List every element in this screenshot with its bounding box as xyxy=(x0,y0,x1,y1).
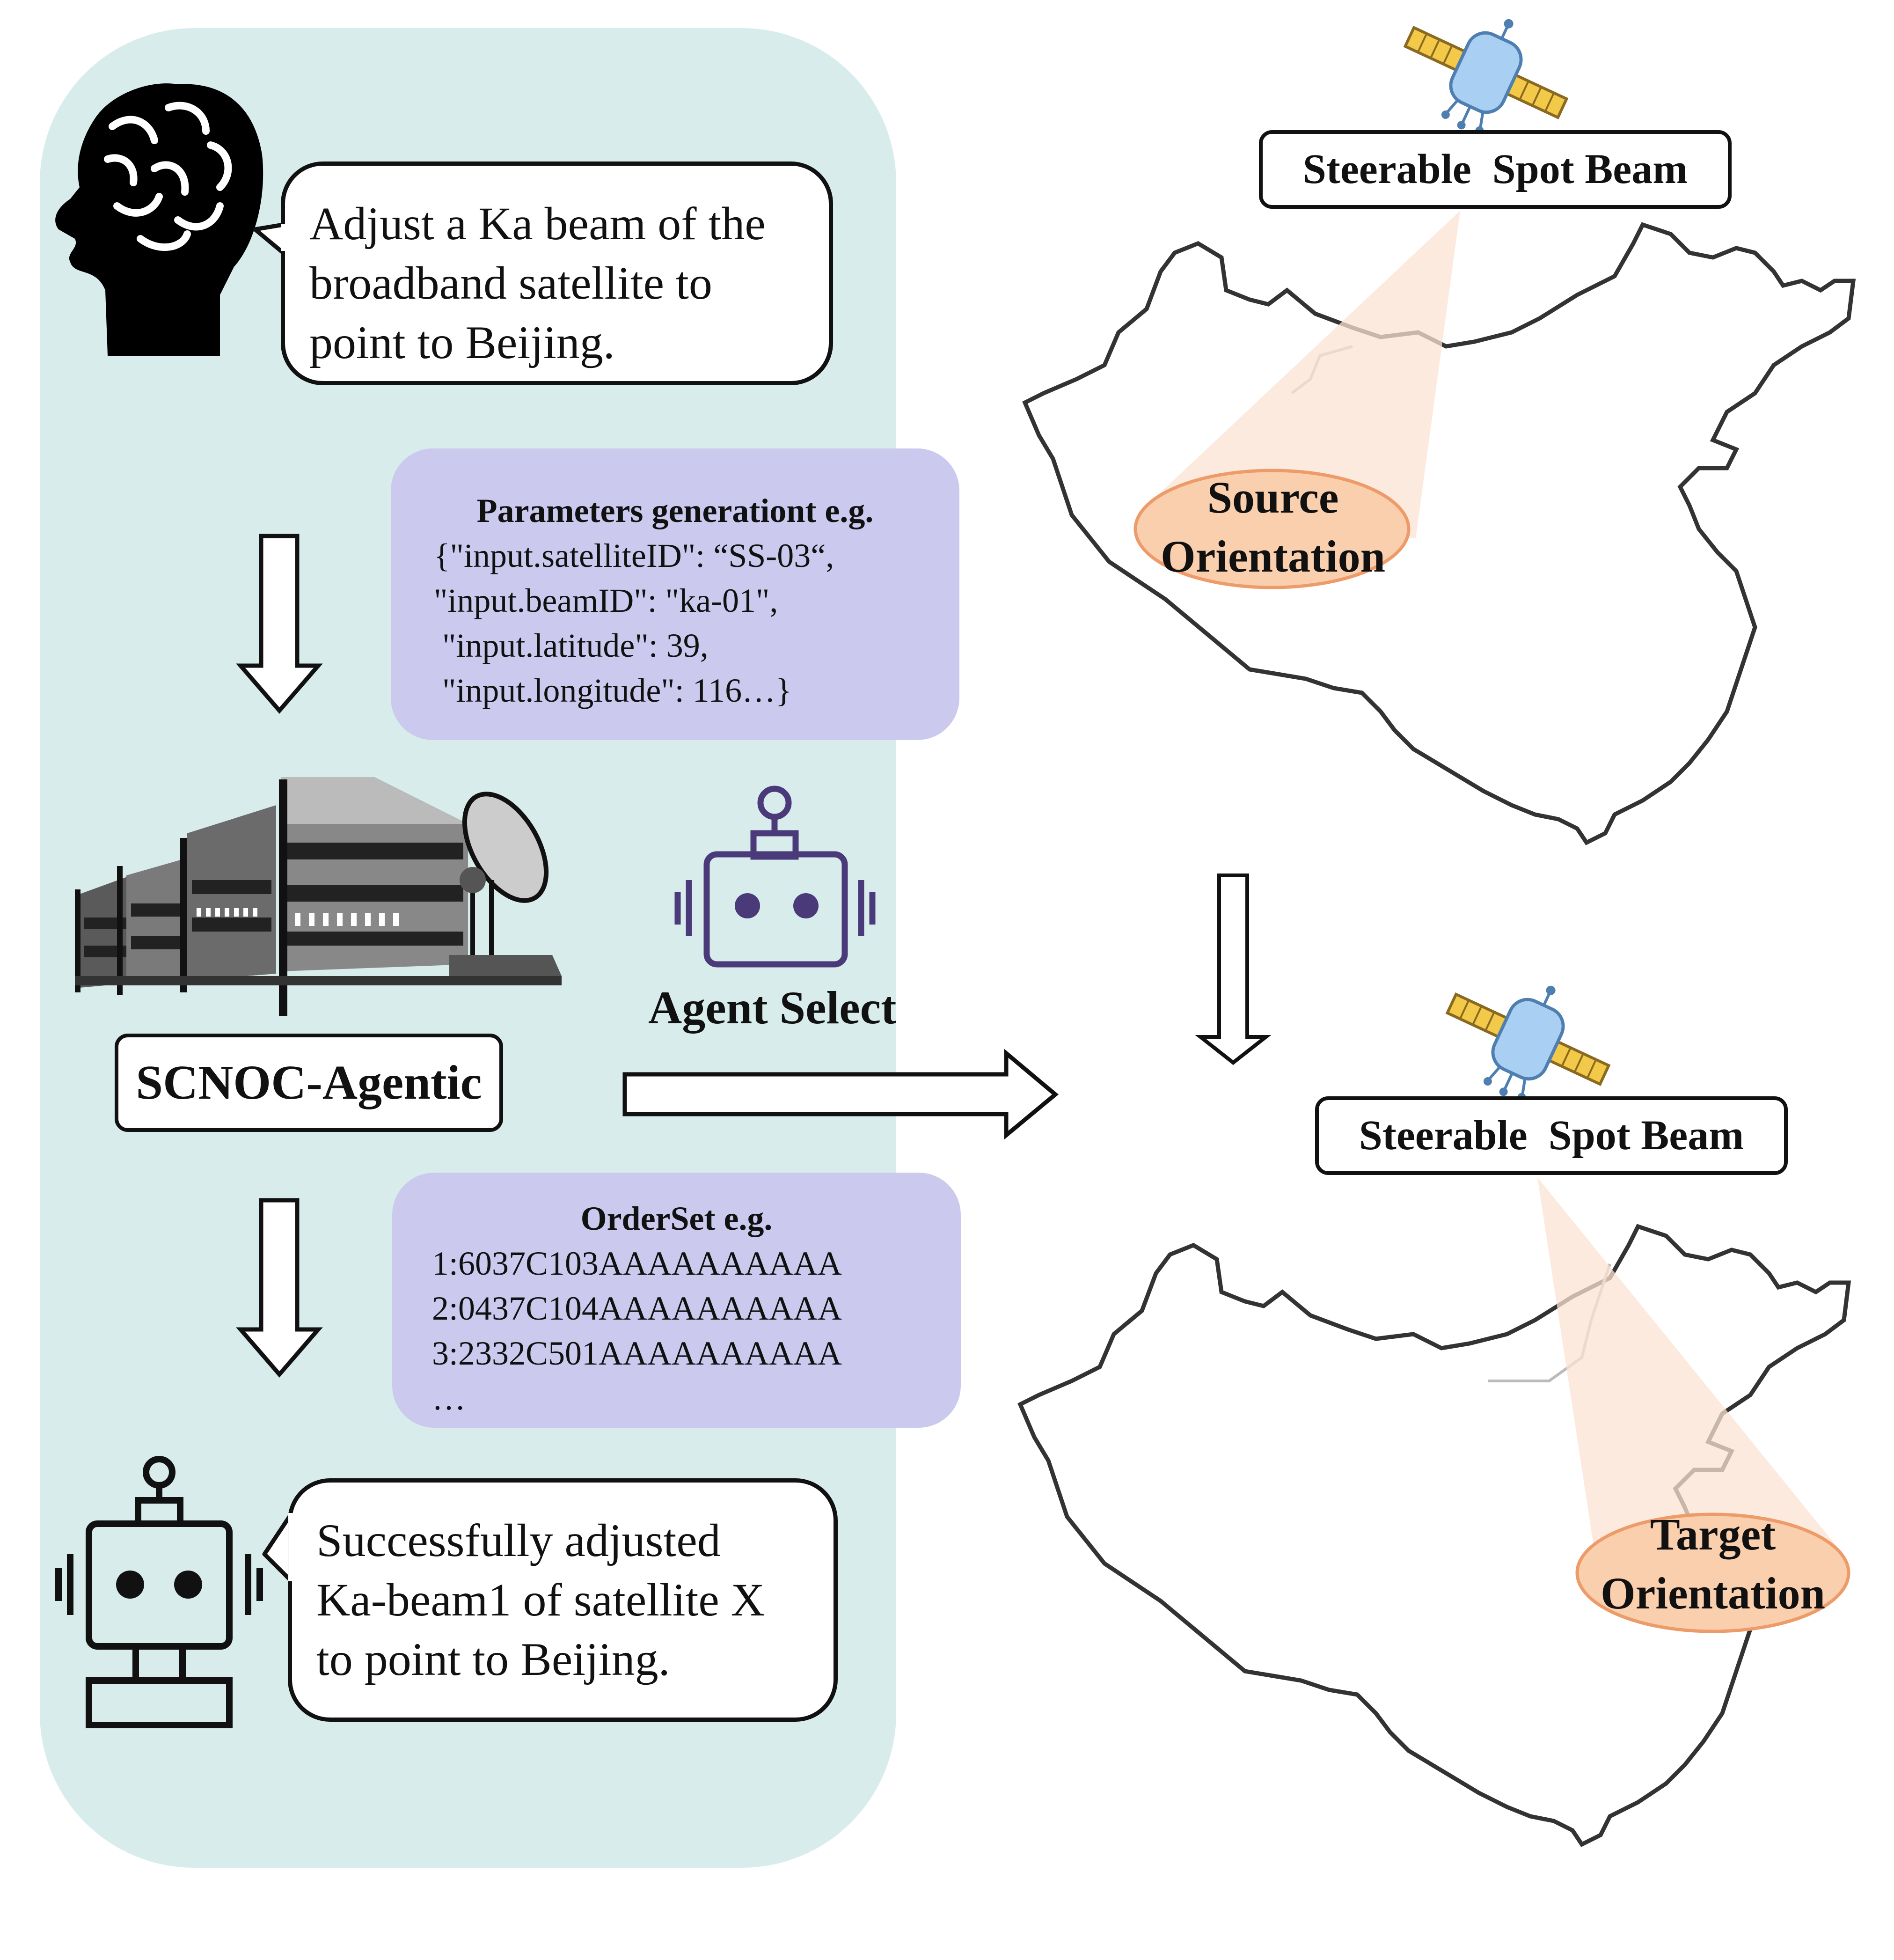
agent-select-label: Agent Select xyxy=(648,982,897,1034)
robot-icon xyxy=(55,1456,263,1728)
down-arrow-icon xyxy=(1195,874,1272,1065)
agent-response-line: Ka-beam1 of satellite X xyxy=(316,1574,765,1626)
satellite-icon xyxy=(1403,19,1569,135)
bubble-joint xyxy=(288,1513,295,1581)
target-beam-label: Steerable Spot Beam xyxy=(1315,1096,1788,1175)
right-arrow-icon xyxy=(622,1049,1059,1140)
parameters-line: "input.longitude": 116…} xyxy=(434,672,792,709)
parameters-box: Parameters generationt e.g. {"input.sate… xyxy=(391,448,959,740)
orderset-line: 1:6037C103AAAAAAAAAA xyxy=(432,1245,842,1282)
source-beam xyxy=(1147,211,1460,538)
system-label: SCNOC-Agentic xyxy=(115,1034,503,1132)
source-orientation-ellipse xyxy=(1133,469,1411,589)
orderset-title: OrderSet e.g. xyxy=(580,1200,773,1237)
ground-station-icon xyxy=(75,777,562,1016)
source-orientation-line: Source xyxy=(1207,472,1339,522)
down-arrow-icon xyxy=(236,1198,323,1378)
source-orientation-label: Source Orientation xyxy=(1137,468,1409,586)
orderset-line: 3:2332C501AAAAAAAAAA xyxy=(432,1335,842,1372)
user-request-bubble: Adjust a Ka beam of the broadband satell… xyxy=(281,161,833,385)
target-beam xyxy=(1537,1177,1839,1592)
bubble-joint xyxy=(281,224,288,251)
agent-response-line: to point to Beijing. xyxy=(316,1633,670,1685)
user-request-line: Adjust a Ka beam of the xyxy=(309,198,766,250)
parameters-line: {"input.satelliteID": “SS-03“, xyxy=(434,537,834,574)
down-arrow-icon xyxy=(236,534,323,714)
agent-response-line: Successfully adjusted xyxy=(316,1514,721,1566)
source-beam-label: Steerable Spot Beam xyxy=(1259,130,1732,209)
parameters-line: "input.beamID": "ka-01", xyxy=(434,582,778,619)
robot-head-icon xyxy=(674,785,876,968)
target-orientation-ellipse xyxy=(1575,1512,1850,1633)
source-orientation-line: Orientation xyxy=(1161,531,1385,581)
target-orientation-line: Target xyxy=(1650,1509,1776,1559)
brain-head-icon xyxy=(55,83,263,356)
parameters-line: "input.latitude": 39, xyxy=(434,627,709,664)
agent-response-bubble: Successfully adjusted Ka-beam1 of satell… xyxy=(288,1478,838,1722)
target-orientation-line: Orientation xyxy=(1601,1568,1825,1618)
orderset-line: … xyxy=(432,1380,466,1417)
orderset-line: 2:0437C104AAAAAAAAAA xyxy=(432,1290,842,1327)
satellite-icon xyxy=(1445,985,1611,1101)
target-orientation-label: Target Orientation xyxy=(1577,1505,1849,1623)
user-request-line: point to Beijing. xyxy=(309,316,615,368)
user-request-line: broadband satellite to xyxy=(309,257,712,309)
orderset-box: OrderSet e.g. 1:6037C103AAAAAAAAAA 2:043… xyxy=(392,1173,961,1428)
parameters-title: Parameters generationt e.g. xyxy=(476,492,874,529)
